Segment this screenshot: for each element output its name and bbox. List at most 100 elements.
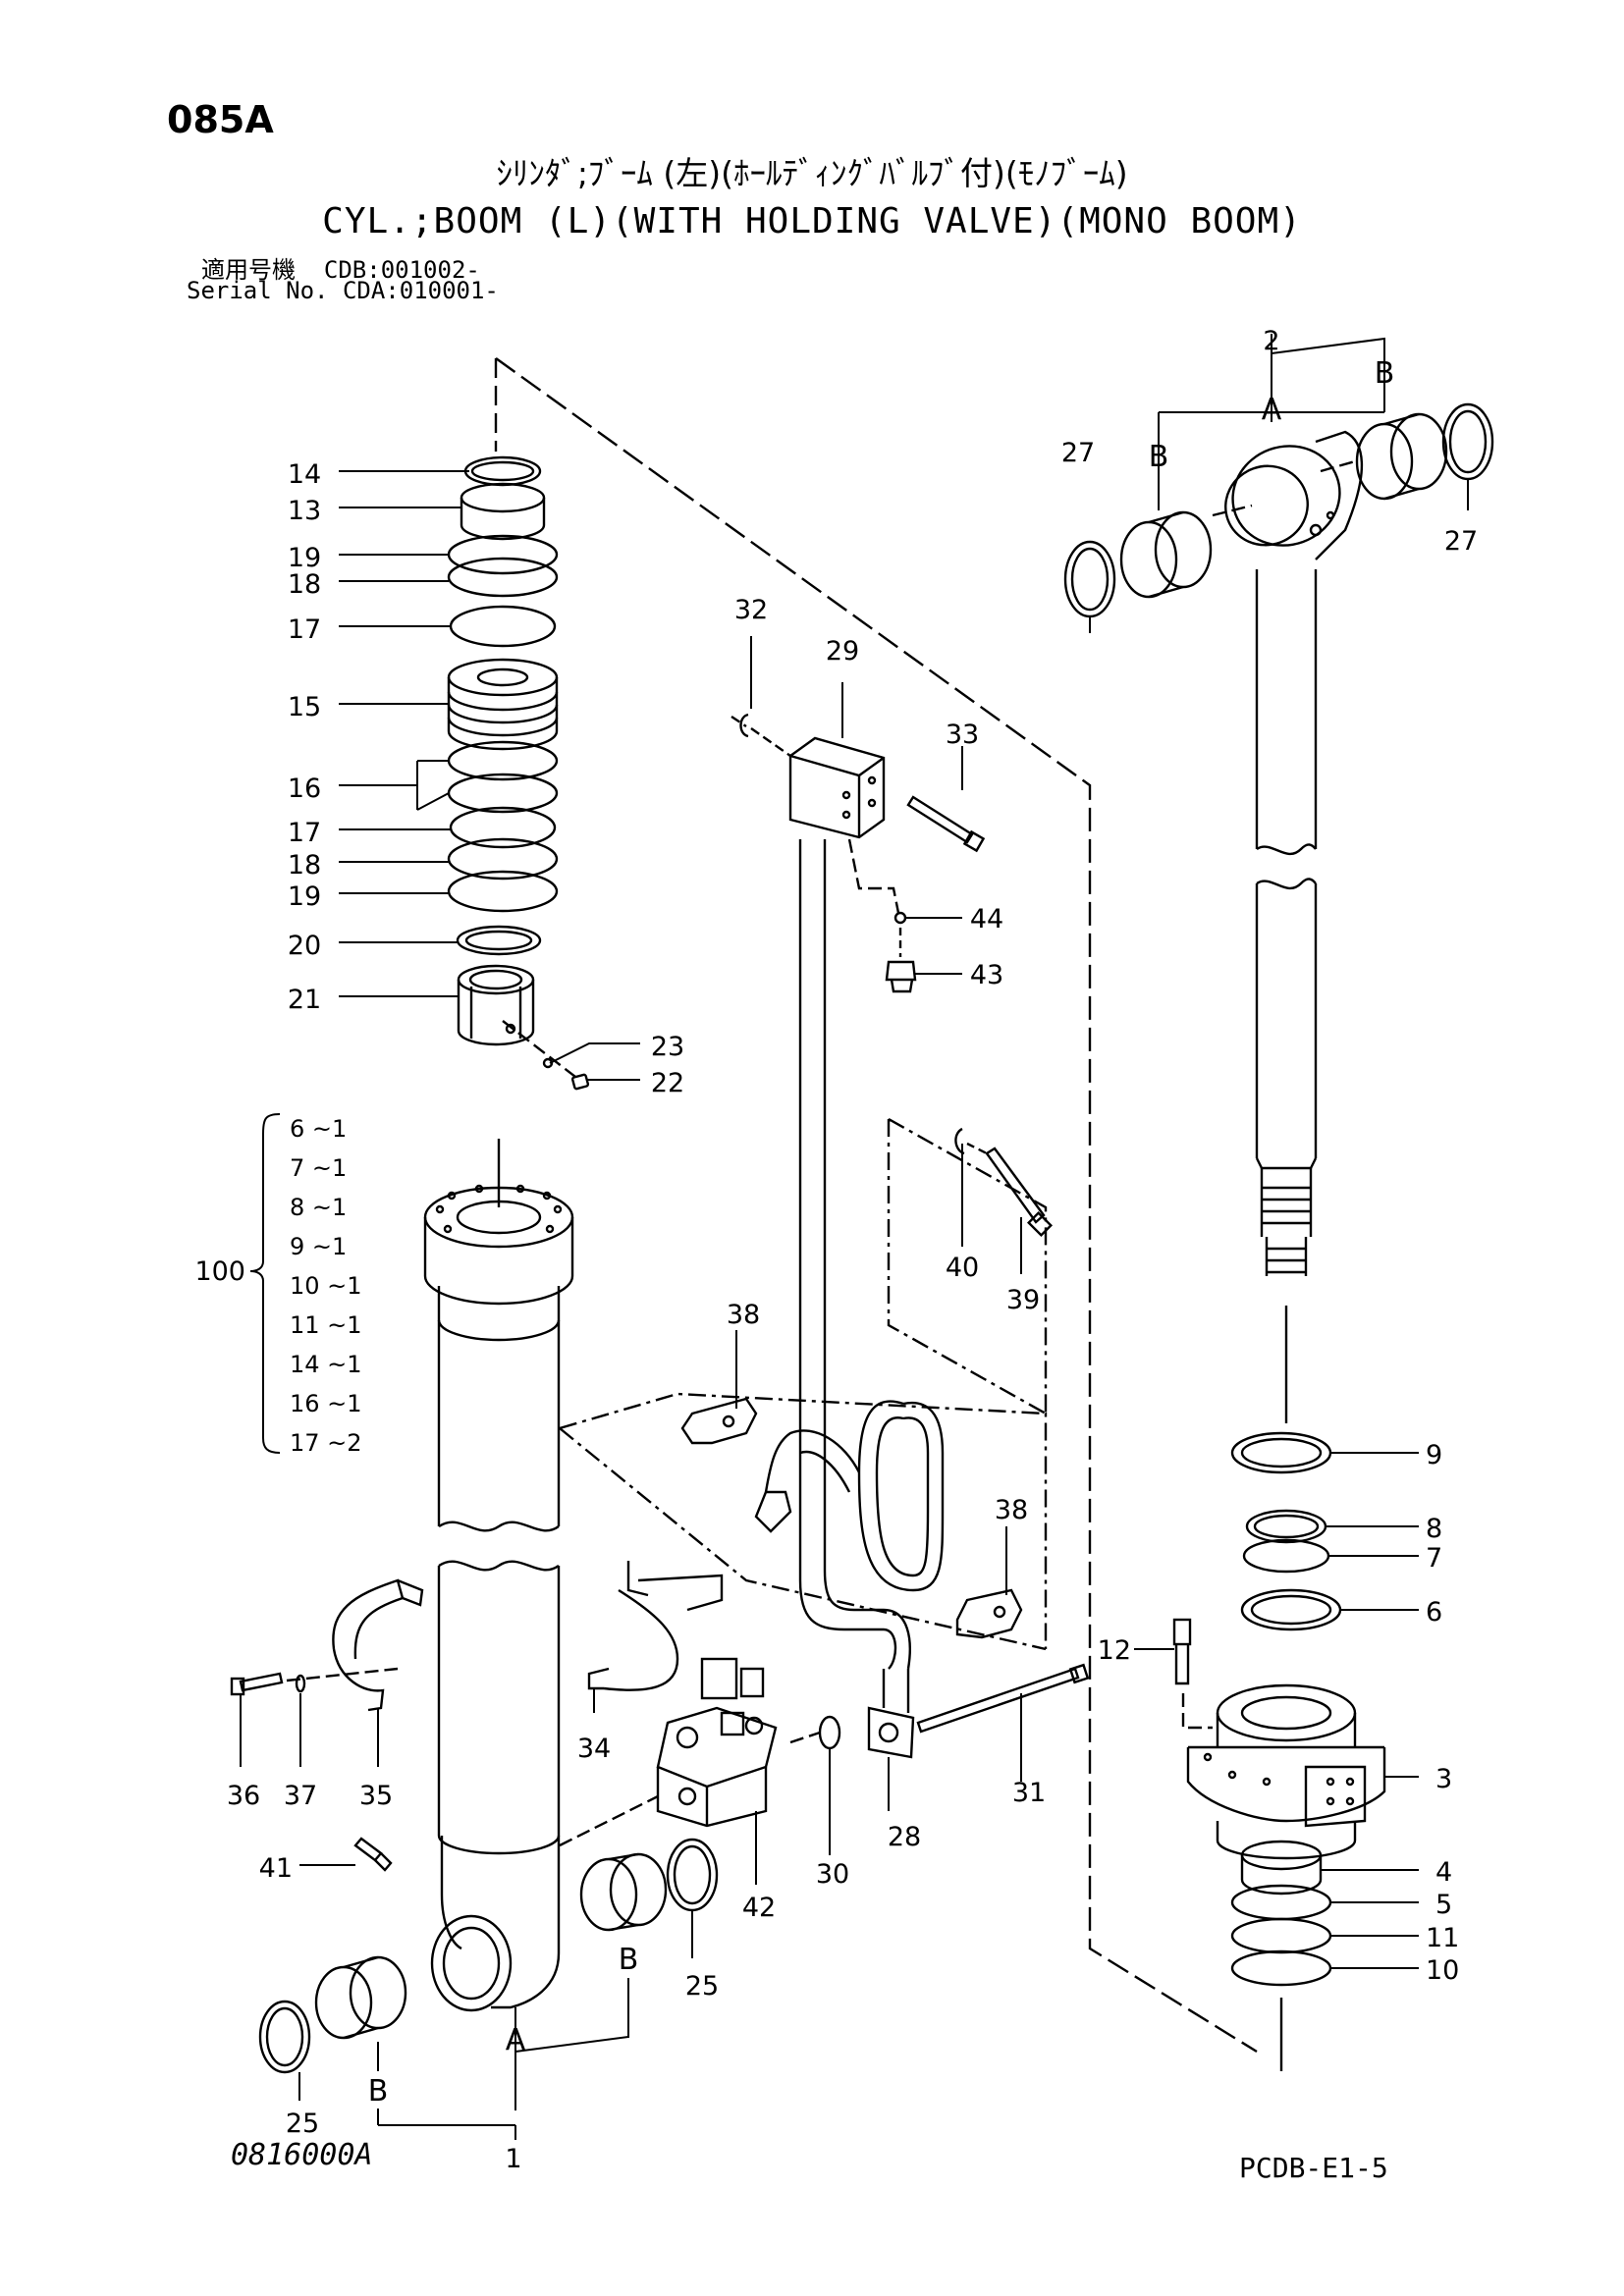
- rings-16: [447, 740, 559, 814]
- callout-27-right: 27: [1444, 526, 1478, 557]
- ring-5: [1230, 1884, 1332, 1921]
- seal-kit-list: 100 6 ~1 7 ~1 8 ~1 9 ~1 10 ~1 11 ~1 14 ~…: [194, 1115, 361, 1457]
- callout-37: 37: [284, 1781, 317, 1811]
- block-29: [788, 736, 886, 839]
- callout-38-lower: 38: [995, 1495, 1028, 1525]
- ring-11: [1230, 1917, 1332, 1954]
- page-code: 085A: [167, 98, 274, 141]
- cylinder-tube-upper: [437, 1320, 561, 1532]
- title-english: CYL.;BOOM (L)(WITH HOLDING VALVE)(MONO B…: [322, 201, 1302, 241]
- callout-17-lower: 17: [288, 818, 321, 848]
- callout-25-left: 25: [286, 2109, 319, 2139]
- wear-ring-14: [463, 455, 542, 487]
- clevis-eye-bottom: [430, 1914, 513, 2012]
- bushing-bottom-right: [579, 1852, 668, 1932]
- callout-15: 15: [288, 692, 321, 722]
- callout-35: 35: [359, 1781, 393, 1811]
- drawing-number: 0816000A: [231, 2138, 373, 2172]
- bolt-12: [1172, 1618, 1192, 1685]
- callout-2: 2: [1263, 326, 1279, 356]
- bolt-33: [906, 795, 986, 853]
- o-ring-32: [739, 713, 749, 738]
- letter-b-top-right: B: [1375, 356, 1395, 391]
- clamp-34: [587, 1561, 724, 1691]
- callout-22: 22: [651, 1068, 684, 1098]
- piston-15: [447, 658, 559, 751]
- seal-rings-17-18-19-lower: [447, 806, 559, 913]
- callout-36: 36: [227, 1781, 260, 1811]
- callout-4: 4: [1435, 1857, 1452, 1888]
- callout-42: 42: [742, 1893, 776, 1923]
- letter-b-bottom-left: B: [368, 2074, 389, 2109]
- callout-9: 9: [1426, 1440, 1442, 1470]
- bushing-bottom-left: [314, 1955, 407, 2040]
- letter-a-bottom: A: [506, 2023, 526, 2057]
- plug-43: [885, 960, 917, 993]
- callout-numbers: 14 13 19 18 17 15 16 17 18 19 20 21 23 2…: [227, 326, 1478, 2174]
- callout-8: 8: [1426, 1514, 1442, 1544]
- o-ring-44: [893, 911, 907, 925]
- letter-b-bottom-right: B: [619, 1943, 639, 1977]
- kit-item: 17 ~2: [290, 1429, 362, 1457]
- callout-11: 11: [1426, 1923, 1459, 1953]
- callout-41: 41: [259, 1853, 293, 1884]
- callout-34: 34: [577, 1734, 611, 1764]
- bushing-13: [460, 482, 546, 541]
- letter-b-top-left: B: [1149, 440, 1169, 474]
- callout-25-right: 25: [685, 1971, 719, 2002]
- kit-item: 14 ~1: [290, 1351, 362, 1378]
- callout-1: 1: [505, 2144, 521, 2174]
- bracket-38-lower: [955, 1588, 1023, 1639]
- callout-12: 12: [1098, 1635, 1131, 1666]
- title-japanese: ｼﾘﾝﾀﾞ;ﾌﾞｰﾑ (左)(ﾎｰﾙﾃﾞｨﾝｸﾞﾊﾞﾙﾌﾞ付)(ﾓﾉﾌﾞｰﾑ): [496, 154, 1128, 192]
- kit-item: 8 ~1: [290, 1194, 347, 1221]
- ring-17-upper: [449, 605, 557, 648]
- rod-eye-2: [1224, 430, 1364, 561]
- o-ring-30: [818, 1715, 841, 1750]
- bushing-4: [1240, 1840, 1323, 1896]
- callout-5: 5: [1435, 1890, 1452, 1920]
- flange-28: [867, 1706, 915, 1759]
- serial-line-2: Serial No. CDA:010001-: [187, 277, 499, 304]
- pipe-assembly: [754, 839, 945, 1713]
- kit-item: 9 ~1: [290, 1233, 347, 1260]
- callout-17: 17: [288, 614, 321, 645]
- callout-16: 16: [288, 774, 321, 804]
- ring-7: [1242, 1538, 1330, 1574]
- callout-14: 14: [288, 459, 321, 490]
- callout-44: 44: [970, 904, 1003, 934]
- callout-23: 23: [651, 1032, 684, 1062]
- nut-21: [457, 964, 535, 1046]
- bushing-top-left: [1119, 510, 1213, 599]
- washer-37: [295, 1674, 306, 1693]
- callout-10: 10: [1426, 1955, 1459, 1986]
- cylinder-head-3: [1186, 1683, 1386, 1860]
- bolt-39: [985, 1147, 1054, 1238]
- band-clamp-35: [332, 1578, 424, 1712]
- callout-18-lower: 18: [288, 850, 321, 881]
- callout-30: 30: [816, 1859, 849, 1890]
- callout-33: 33: [946, 720, 979, 750]
- dashed-frame: [495, 357, 1258, 2054]
- callout-43: 43: [970, 960, 1003, 990]
- kit-item: 10 ~1: [290, 1272, 362, 1300]
- callout-29: 29: [826, 636, 859, 667]
- callout-40: 40: [946, 1253, 979, 1283]
- callout-28: 28: [888, 1822, 921, 1852]
- callout-18: 18: [288, 569, 321, 600]
- callout-38-upper: 38: [727, 1300, 760, 1330]
- kit-item: 11 ~1: [290, 1311, 362, 1339]
- callout-21: 21: [288, 985, 321, 1015]
- kit-number: 100: [194, 1256, 245, 1287]
- bracket-38-upper: [680, 1397, 758, 1445]
- group-letters: A B B A B B: [368, 356, 1395, 2109]
- plug-41: [353, 1837, 393, 1872]
- kit-item: 7 ~1: [290, 1154, 347, 1182]
- callout-19-lower: 19: [288, 881, 321, 912]
- holding-valve-42: [656, 1657, 778, 1828]
- callout-20: 20: [288, 931, 321, 961]
- bolt-31: [916, 1663, 1090, 1734]
- callout-13: 13: [288, 496, 321, 526]
- callout-31: 31: [1012, 1778, 1046, 1808]
- bolt-36: [230, 1672, 284, 1696]
